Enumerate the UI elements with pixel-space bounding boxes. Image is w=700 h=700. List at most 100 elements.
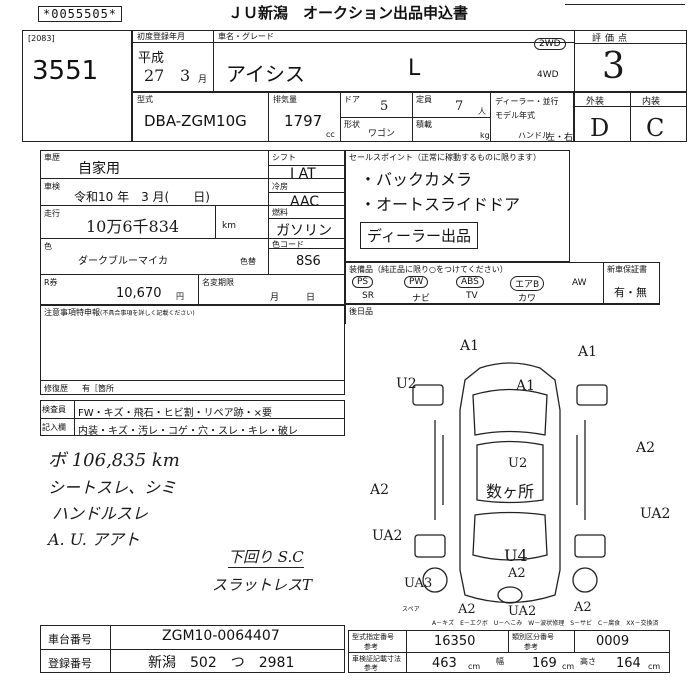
equip-airbag: エアB bbox=[510, 276, 545, 291]
reg-month: 3 bbox=[180, 66, 191, 85]
note-line-6: スラットレスT bbox=[212, 576, 313, 594]
width: 169 bbox=[532, 656, 557, 671]
sales-point-3: ディーラー出品 bbox=[360, 222, 478, 249]
usage-label: 車歴 bbox=[44, 153, 60, 162]
equipment-label: 装備品（純正品に限り○をつけてください） bbox=[349, 265, 508, 274]
doors-label: ドア bbox=[344, 95, 360, 104]
reg-year: 27 bbox=[144, 66, 165, 85]
category-number: 0009 bbox=[596, 634, 630, 649]
displacement: 1797 bbox=[284, 112, 323, 130]
equip-pw: PW bbox=[404, 276, 429, 288]
mark-ua2-left: UA2 bbox=[372, 528, 403, 544]
model-year-label: モデル年式 bbox=[495, 111, 535, 120]
equip-abs: ABS bbox=[456, 276, 484, 288]
recycle-fee: 10,670 bbox=[116, 286, 162, 301]
length-label: 車検証記載寸法 bbox=[352, 655, 401, 663]
mark-ua3: UA3 bbox=[404, 576, 433, 591]
shift-label: シフト bbox=[272, 153, 296, 162]
sales-point-2: ・オートスライドドア bbox=[360, 195, 521, 214]
model-type-label: 型式 bbox=[137, 95, 153, 104]
repair-value: 有［箇所 bbox=[82, 384, 114, 393]
lot-number: 3551 bbox=[32, 56, 99, 86]
inspector-label: 検査員 bbox=[42, 405, 66, 414]
car-name: アイシス bbox=[226, 62, 305, 86]
capacity-unit: 人 bbox=[478, 107, 486, 116]
body-label: 形状 bbox=[344, 120, 360, 129]
exterior-grade: D bbox=[590, 114, 610, 142]
mark-u2-center: U2 bbox=[508, 456, 528, 471]
interior-label: 内装 bbox=[642, 97, 661, 107]
cooler: AAC bbox=[290, 194, 320, 210]
notes-label: 注意事項特申報(不具合事項を詳しく記載ください) bbox=[44, 308, 195, 317]
entry-label: 記入欄 bbox=[42, 423, 66, 432]
fuel-label: 燃料 bbox=[272, 208, 288, 217]
model-type: DBA-ZGM10G bbox=[144, 112, 247, 130]
handle: 左・右 bbox=[546, 133, 574, 143]
mileage: 10万6千834 bbox=[86, 217, 180, 236]
note-line-4: A. U. アアト bbox=[48, 530, 140, 549]
sales-point-label: セールスポイント（正常に稼動するものに限ります） bbox=[349, 153, 541, 162]
body-type: ワゴン bbox=[368, 129, 396, 139]
capacity-label: 定員 bbox=[416, 95, 432, 104]
color-code-label: 色コード bbox=[272, 240, 304, 249]
fuel: ガソリン bbox=[276, 223, 332, 239]
inspection-label: 車検 bbox=[44, 182, 60, 191]
rear-seat-label: 後日品 bbox=[349, 307, 373, 316]
length-ref: 参考 bbox=[364, 664, 378, 672]
tax-date: 月 日 bbox=[270, 293, 316, 303]
mark-u4: U4 bbox=[504, 546, 528, 565]
doors: 5 bbox=[380, 99, 389, 114]
note-line-5: 下回り S.C bbox=[228, 548, 304, 568]
chassis-number: ZGM10-0064407 bbox=[162, 628, 280, 644]
yen-unit: 円 bbox=[176, 292, 184, 301]
mark-ua2-right: UA2 bbox=[640, 506, 671, 522]
mileage-label: 走行 bbox=[44, 209, 60, 218]
lot-code: [2083] bbox=[28, 34, 55, 43]
displacement-label: 排気量 bbox=[273, 95, 297, 104]
rating-value: 3 bbox=[602, 46, 625, 87]
era: 平成 bbox=[138, 51, 165, 66]
equip-sr: SR bbox=[362, 291, 374, 301]
note-line-3: ハンドルスレ bbox=[52, 504, 149, 523]
equip-leather: カワ bbox=[518, 294, 537, 304]
month-unit: 月 bbox=[198, 75, 208, 85]
new-warranty: 有・無 bbox=[614, 286, 647, 299]
height: 164 bbox=[616, 656, 641, 671]
drive-4wd: 4WD bbox=[537, 70, 559, 80]
category-ref: 参考 bbox=[524, 643, 538, 651]
rating-label: 評価点 bbox=[592, 34, 632, 44]
drive-2wd: 2WD bbox=[534, 38, 566, 50]
plate-number: 新潟 502 つ 2981 bbox=[148, 655, 295, 671]
color-value: ダークブルーマイカ bbox=[78, 256, 168, 267]
car-name-label: 車名・グレード bbox=[218, 32, 274, 41]
usage-value: 自家用 bbox=[78, 161, 120, 177]
interior-grade: C bbox=[646, 114, 665, 142]
height-unit: cm bbox=[648, 662, 661, 671]
note-line-1: ボ 106,835 km bbox=[48, 450, 180, 471]
equip-ps: PS bbox=[352, 276, 374, 288]
equip-aw: AW bbox=[572, 278, 587, 288]
mark-a1-roof: A1 bbox=[516, 378, 536, 394]
mark-a2-right-top: A2 bbox=[636, 440, 656, 456]
first-reg-label: 初度登録年月 bbox=[137, 32, 185, 41]
cooler-label: 冷房 bbox=[272, 182, 288, 191]
chassis-label: 車台番号 bbox=[48, 633, 92, 646]
car-diagram bbox=[412, 362, 608, 604]
shift: I AT bbox=[290, 166, 316, 182]
mark-ua2-bottom: UA2 bbox=[508, 604, 537, 619]
length-unit: cm bbox=[468, 662, 481, 671]
mark-multiple: 数ヶ所 bbox=[486, 482, 535, 501]
color-code: 8S6 bbox=[296, 254, 321, 269]
mark-a1-right: A1 bbox=[578, 344, 598, 360]
inspection-date: 令和10 年 3 月( 日) bbox=[74, 190, 210, 204]
model-code: 16350 bbox=[434, 634, 476, 649]
height-label: 高さ bbox=[580, 657, 596, 666]
capacity: 7 bbox=[455, 99, 464, 114]
mark-a2-bottom-right: A2 bbox=[574, 600, 592, 615]
sales-point-1: ・バックカメラ bbox=[360, 170, 473, 189]
car-grade: L bbox=[408, 56, 421, 81]
handle-label: ハンドル bbox=[518, 131, 550, 140]
form-title: ＪＵ新潟 オークション出品申込書 bbox=[228, 4, 469, 22]
exterior-label: 外装 bbox=[586, 97, 605, 107]
width-unit: cm bbox=[562, 662, 575, 671]
